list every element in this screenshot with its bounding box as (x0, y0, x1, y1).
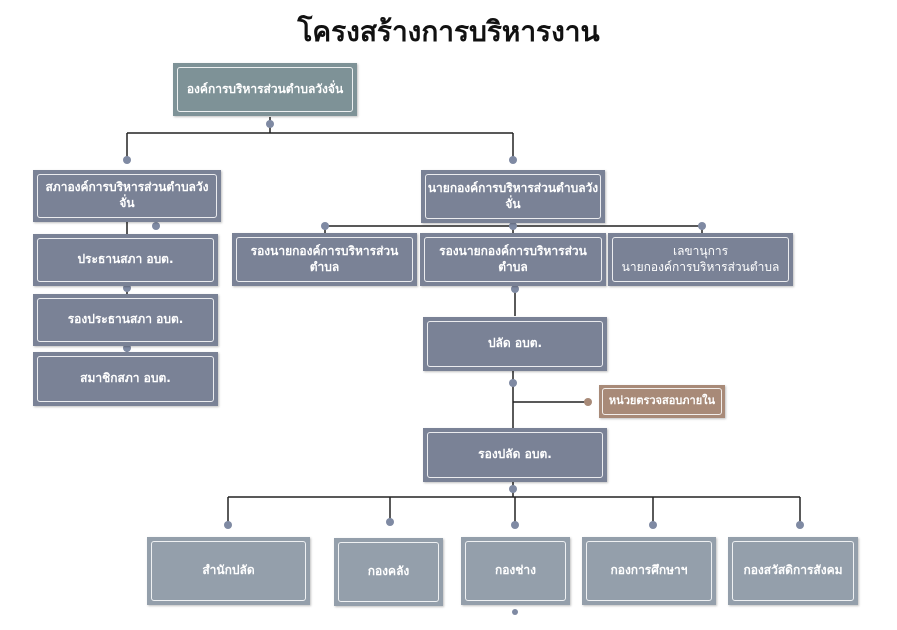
node-mayor-secretary-line1: เลขานุการ (672, 243, 729, 258)
node-dept-works-label: กองช่าง (465, 541, 566, 601)
node-dept-welfare-label: กองสวัสดิการสังคม (732, 541, 854, 601)
node-chief-admin: ปลัด อบต. (423, 317, 607, 371)
node-council-member-label: สมาชิกสภา อบต. (37, 356, 214, 402)
node-vice-mayor-1-label: รองนายกองค์การบริหารส่วนตำบล (236, 237, 413, 282)
node-council: สภาองค์การบริหารส่วนตำบลวังจั่น (33, 170, 221, 222)
node-vice-mayor-2: รองนายกองค์การบริหารส่วนตำบล (420, 233, 606, 286)
node-internal-audit-label: หน่วยตรวจสอบภายใน (602, 388, 722, 415)
node-council-vice: รองประธานสภา อบต. (33, 294, 218, 346)
node-dept-finance: กองคลัง (334, 538, 443, 606)
node-dept-office: สำนักปลัด (147, 537, 310, 605)
node-council-chair: ประธานสภา อบต. (33, 234, 218, 286)
node-vice-mayor-2-label: รองนายกองค์การบริหารส่วนตำบล (424, 237, 602, 282)
node-deputy-chief-admin: รองปลัด อบต. (423, 428, 607, 482)
node-dept-welfare: กองสวัสดิการสังคม (728, 537, 858, 605)
node-council-member: สมาชิกสภา อบต. (33, 352, 218, 406)
node-council-vice-label: รองประธานสภา อบต. (37, 298, 214, 342)
node-council-chair-label: ประธานสภา อบต. (37, 238, 214, 282)
node-mayor: นายกองค์การบริหารส่วนตำบลวังจั่น (421, 170, 605, 223)
node-dept-finance-label: กองคลัง (338, 542, 439, 602)
node-top-organization-label: องค์การบริหารส่วนตำบลวังจั่น (177, 67, 353, 112)
node-mayor-secretary-line2: นายกองค์การบริหารส่วนตำบล (621, 259, 780, 274)
node-top-organization: องค์การบริหารส่วนตำบลวังจั่น (173, 63, 357, 116)
node-dept-education: กองการศึกษาฯ (582, 537, 716, 605)
node-dept-office-label: สำนักปลัด (151, 541, 306, 601)
page-title: โครงสร้างการบริหารงาน (297, 15, 600, 48)
node-dept-education-label: กองการศึกษาฯ (586, 541, 712, 601)
node-deputy-chief-admin-label: รองปลัด อบต. (427, 432, 603, 478)
node-mayor-secretary-label: เลขานุการ นายกองค์การบริหารส่วนตำบล (612, 237, 789, 282)
node-vice-mayor-1: รองนายกองค์การบริหารส่วนตำบล (232, 233, 417, 286)
node-mayor-label: นายกองค์การบริหารส่วนตำบลวังจั่น (425, 174, 601, 219)
node-council-label: สภาองค์การบริหารส่วนตำบลวังจั่น (37, 174, 217, 218)
node-dept-works: กองช่าง (461, 537, 570, 605)
node-mayor-secretary: เลขานุการ นายกองค์การบริหารส่วนตำบล (608, 233, 793, 286)
node-chief-admin-label: ปลัด อบต. (427, 321, 603, 367)
node-internal-audit: หน่วยตรวจสอบภายใน (599, 385, 725, 418)
